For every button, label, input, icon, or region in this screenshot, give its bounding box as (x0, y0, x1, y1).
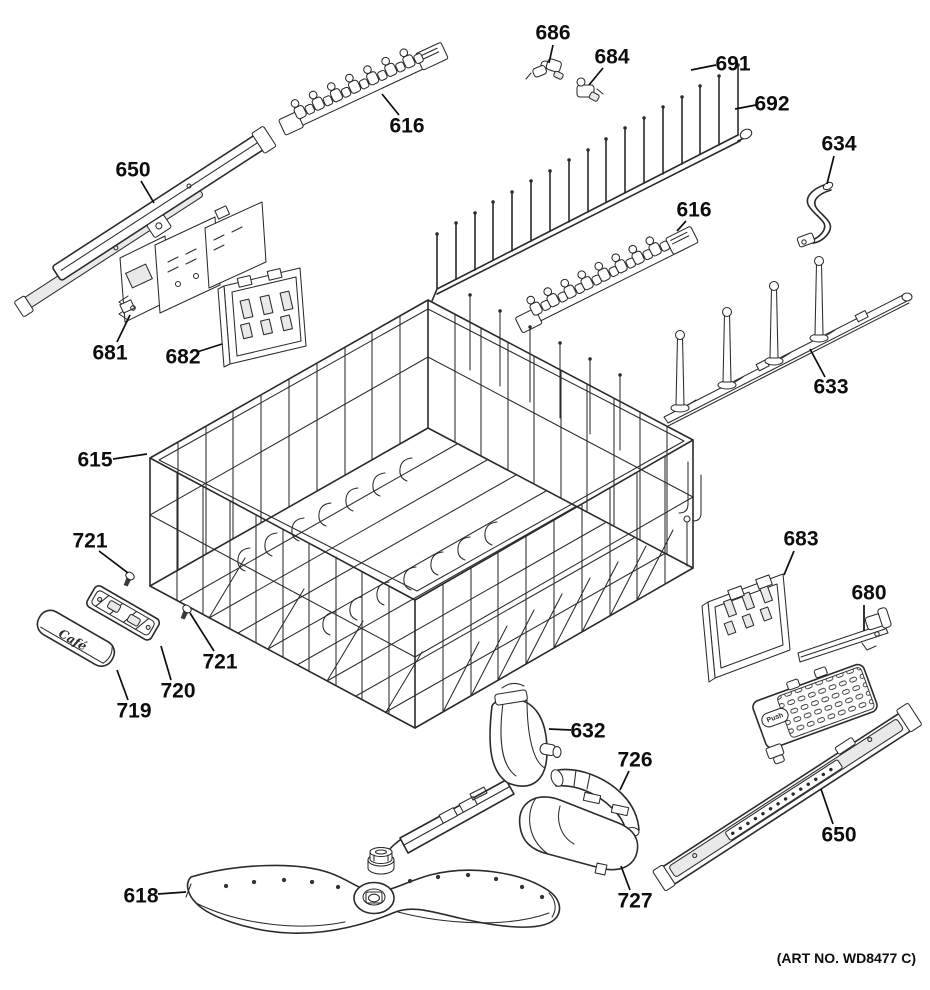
leader-line-691 (690, 64, 717, 71)
callout-727: 727 (617, 890, 652, 913)
callout-680: 680 (851, 582, 886, 605)
callout-691: 691 (715, 53, 750, 76)
callout-633: 633 (813, 376, 848, 399)
part-684-clip (576, 77, 604, 102)
callout-616-right: 616 (676, 199, 711, 222)
part-650-lower-slide-rail (652, 703, 922, 892)
callout-632: 632 (570, 720, 605, 743)
leader-line-618 (157, 891, 187, 895)
part-681-bracket (118, 201, 267, 323)
part-721-screw-b (180, 604, 192, 620)
part-691-692-fold-down-tine-row (431, 63, 753, 302)
callout-650-lower: 650 (821, 824, 856, 847)
callout-650-upper: 650 (115, 159, 150, 182)
part-683-adjuster-panel (701, 573, 791, 683)
part-616-tine-clip-row-upper (278, 42, 449, 136)
leader-line-650-lower (820, 788, 834, 825)
callout-686: 686 (535, 22, 570, 45)
leader-line-634 (826, 155, 835, 185)
leader-line-616-upper (381, 93, 400, 116)
callout-720: 720 (160, 680, 195, 703)
leader-line-692 (734, 104, 757, 110)
callout-681: 681 (92, 342, 127, 365)
leader-line-615 (112, 453, 148, 460)
callout-618: 618 (123, 885, 158, 908)
part-618-spray-arm (185, 846, 561, 935)
callout-615: 615 (77, 449, 112, 472)
part-633-stemware-post-rail (663, 255, 913, 427)
part-719-cafe-badge: Café (36, 609, 116, 667)
callout-721-b: 721 (202, 651, 237, 674)
part-686-clip (525, 58, 564, 80)
leader-line-632 (548, 728, 572, 731)
part-615-upper-rack (149, 293, 702, 729)
part-727-cover (518, 791, 639, 876)
leader-line-681 (116, 314, 131, 343)
part-616-tine-clip-row-right (515, 226, 699, 334)
leader-line-721-a (98, 550, 129, 574)
callout-719: 719 (116, 700, 151, 723)
leader-line-719 (116, 669, 129, 701)
leader-line-721-b (189, 612, 215, 652)
callout-684: 684 (594, 46, 629, 69)
leader-line-686 (548, 44, 554, 64)
part-632-conduit (367, 682, 562, 875)
callout-726: 726 (617, 749, 652, 772)
part-650-upper-slide-rail (14, 126, 277, 317)
callout-682: 682 (165, 346, 200, 369)
leader-line-633 (809, 348, 826, 378)
part-680-rack-adjuster: Push (752, 607, 892, 765)
leader-line-683 (783, 550, 795, 576)
callout-616-upper: 616 (389, 115, 424, 138)
callout-721-a: 721 (72, 530, 107, 553)
leader-line-727 (620, 865, 631, 891)
callout-683: 683 (783, 528, 818, 551)
part-634-hook (796, 181, 834, 248)
leader-line-720 (160, 645, 172, 681)
leader-line-684 (588, 67, 604, 86)
leader-line-682 (196, 343, 223, 353)
leader-line-616-right (676, 220, 687, 232)
part-720-handle-mount (86, 585, 161, 641)
leader-line-726 (619, 770, 630, 791)
art-number: (ART NO. WD8477 C) (777, 950, 916, 966)
leader-line-650-upper (140, 180, 155, 204)
callout-634: 634 (821, 133, 856, 156)
part-721-screw-a (123, 571, 135, 587)
callout-692: 692 (754, 93, 789, 116)
part-682-bracket-panel (217, 267, 307, 368)
